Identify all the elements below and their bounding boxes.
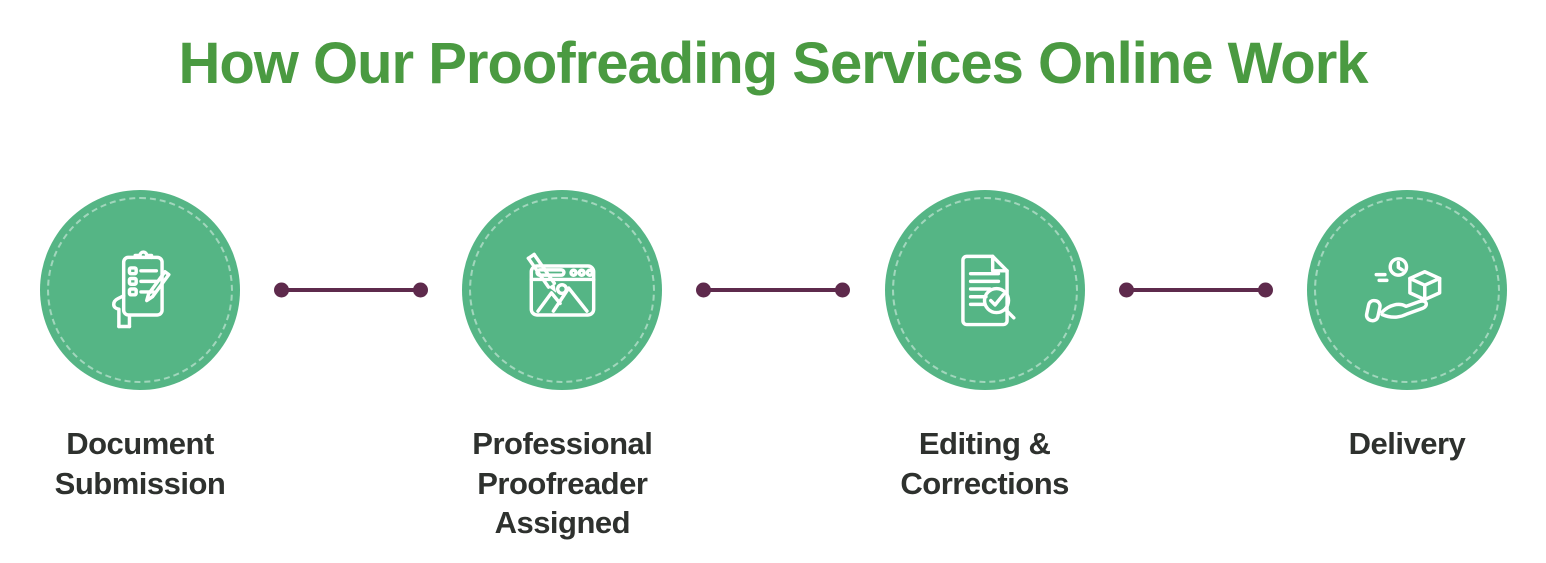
step-1-circle	[40, 190, 240, 390]
clipboard-hand-icon	[112, 250, 171, 329]
connector-line	[682, 190, 864, 390]
step-editing-corrections: Editing & Corrections	[865, 190, 1105, 503]
step-label-delivery: Delivery	[1348, 426, 1466, 461]
step-label-document-submission: Document Submission	[54, 426, 226, 501]
connector-dot	[1257, 282, 1273, 298]
step-document-submission: Document Submission	[20, 190, 260, 503]
page-title: How Our Proofreading Services Online Wor…	[178, 31, 1368, 96]
connector-line	[260, 190, 442, 390]
connector-bar	[1118, 282, 1273, 298]
browser-design-icon	[527, 252, 596, 317]
step-4-circle	[1306, 190, 1507, 390]
step-delivery: Delivery	[1287, 190, 1527, 464]
connector-bar	[696, 282, 851, 298]
connector-bar	[274, 282, 429, 298]
connector-line	[1105, 190, 1287, 390]
connector-dot	[274, 282, 290, 298]
connector-dot	[1118, 282, 1134, 298]
connector-dot	[696, 282, 712, 298]
step-label-professional-proofreader: Professional Proofreader Assigned	[472, 426, 653, 541]
connector-dot	[413, 282, 429, 298]
step-3-circle	[884, 190, 1085, 390]
step-2-circle	[462, 190, 663, 390]
step-professional-proofreader: Professional Proofreader Assigned	[442, 190, 682, 543]
step-label-editing-corrections: Editing & Corrections	[900, 426, 1069, 501]
connector-dot	[835, 282, 851, 298]
hand-package-delivery-icon	[1364, 257, 1442, 323]
process-steps-row: Document Submission	[20, 190, 1527, 543]
document-magnifier-check-icon	[960, 254, 1016, 327]
